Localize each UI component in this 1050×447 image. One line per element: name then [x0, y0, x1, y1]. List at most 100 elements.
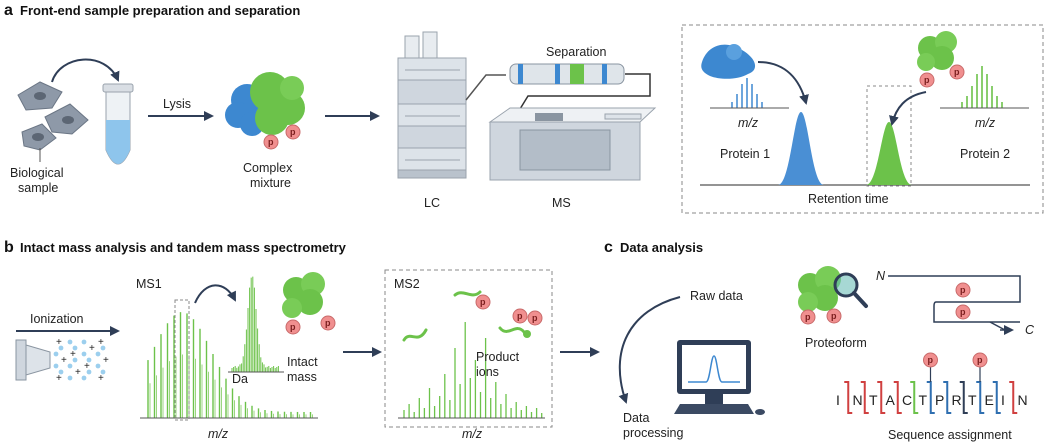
protein-1-spectrum	[710, 78, 789, 109]
panel-c: c Data analysis Raw data Data processing…	[604, 239, 1035, 442]
droplet	[67, 339, 73, 345]
droplet	[95, 363, 101, 369]
ms1-spectrum	[147, 312, 313, 418]
panel-c-letter: c	[604, 239, 613, 256]
charge-mark: +	[84, 361, 90, 372]
droplet	[58, 369, 64, 375]
lc-to-column-tube	[465, 74, 506, 101]
protein-complex-icon	[225, 72, 305, 136]
droplet	[81, 375, 87, 381]
svg-text:p: p	[924, 75, 930, 85]
charge-mark: +	[89, 343, 95, 354]
phospho-label: p	[928, 355, 934, 365]
sequence-assignment-label: Sequence assignment	[888, 428, 1012, 442]
charge-mark: +	[103, 355, 109, 366]
svg-text:p: p	[480, 297, 486, 307]
fragment-cleavage	[992, 381, 1001, 414]
svg-text:p: p	[268, 137, 274, 147]
sequence-tail	[989, 321, 1006, 331]
sequence-residue: N	[1018, 392, 1028, 408]
fragment-cleavage	[893, 381, 902, 414]
cells-icon	[17, 81, 89, 151]
phospho-icon: p	[955, 304, 971, 320]
charge-mark: +	[56, 337, 62, 348]
lysis-label: Lysis	[163, 97, 191, 111]
protein-1-peak	[778, 112, 824, 185]
charge-mark: +	[98, 337, 104, 348]
mz-left-label: m/z	[738, 116, 759, 130]
droplet	[72, 357, 78, 363]
ionization-label: Ionization	[30, 312, 84, 326]
c-terminus-label: C	[1025, 323, 1035, 337]
phospho-icon: p	[475, 294, 491, 310]
phospho-icon: p	[285, 319, 301, 335]
sequence-residue: E	[985, 392, 994, 408]
droplet	[72, 345, 78, 351]
phospho-icon: p	[826, 308, 842, 324]
phospho-icon: p	[512, 308, 528, 324]
ms1-selection-box	[174, 299, 190, 421]
lc-instrument-icon	[397, 31, 467, 179]
intact-mass-spectrum	[228, 276, 284, 373]
panel-a-letter: a	[4, 2, 13, 19]
lc-label: LC	[424, 196, 440, 210]
raw-data-label: Raw data	[690, 289, 743, 303]
droplet	[86, 369, 92, 375]
svg-text:p: p	[831, 311, 837, 321]
panel-b-letter: b	[4, 239, 14, 256]
droplet	[86, 357, 92, 363]
sequence-residue: T	[919, 392, 928, 408]
fragment-cleavage	[1009, 381, 1018, 414]
panel-a-title: Front-end sample preparation and separat…	[20, 3, 300, 18]
protein-2-arrow	[889, 91, 927, 126]
protein-2-icon	[917, 31, 957, 71]
product-ions-label-2: ions	[476, 365, 499, 379]
sequence-residue: T	[869, 392, 878, 408]
phospho-icon: p	[955, 282, 971, 298]
ms-instrument-icon	[488, 107, 657, 181]
data-processing-label-1: Data	[623, 411, 649, 425]
droplet	[67, 363, 73, 369]
complex-mixture-label-1: Complex	[243, 161, 293, 175]
charge-mark: +	[61, 355, 67, 366]
ms-label: MS	[552, 196, 571, 210]
protein-2-spectrum	[940, 66, 1029, 109]
phospho-icon	[972, 352, 988, 368]
droplet	[53, 363, 59, 369]
tube-icon	[102, 83, 134, 165]
panel-b-title: Intact mass analysis and tandem mass spe…	[20, 240, 347, 255]
product-ions-label-1: Product	[476, 350, 520, 364]
sequence-residue: I	[836, 392, 840, 408]
phospho-icon: p	[263, 134, 279, 150]
phospho-icon: p	[800, 309, 816, 325]
droplet	[100, 369, 106, 375]
fragment-cleavage	[976, 381, 985, 414]
sequence-residue: P	[935, 392, 944, 408]
droplet	[100, 345, 106, 351]
charge-mark: +	[70, 349, 76, 360]
sequence-path	[888, 275, 1021, 323]
ms2-label: MS2	[394, 277, 420, 291]
phospho-icon: p	[919, 72, 935, 88]
sequence-residue: R	[952, 392, 962, 408]
phospho-icon: p	[527, 310, 543, 326]
processing-arrow	[618, 296, 681, 404]
n-terminus-label: N	[876, 269, 886, 283]
droplet	[95, 351, 101, 357]
intact-protein-icon	[282, 272, 325, 318]
phospho-icon	[923, 352, 938, 368]
sequence-residue: T	[968, 392, 977, 408]
svg-text:p: p	[290, 127, 296, 137]
svg-text:p: p	[517, 311, 523, 321]
fragment-cleavage	[943, 381, 952, 414]
phospho-icon: p	[949, 64, 965, 80]
separation-label: Separation	[546, 45, 607, 59]
separation-column-icon	[509, 63, 625, 85]
ms1-label: MS1	[136, 277, 162, 291]
phospho-icon: p	[285, 124, 301, 140]
svg-text:p: p	[532, 313, 538, 323]
data-processing-label-2: processing	[623, 426, 683, 440]
charge-mark: +	[98, 373, 104, 384]
protein-1-label: Protein 1	[720, 147, 770, 161]
